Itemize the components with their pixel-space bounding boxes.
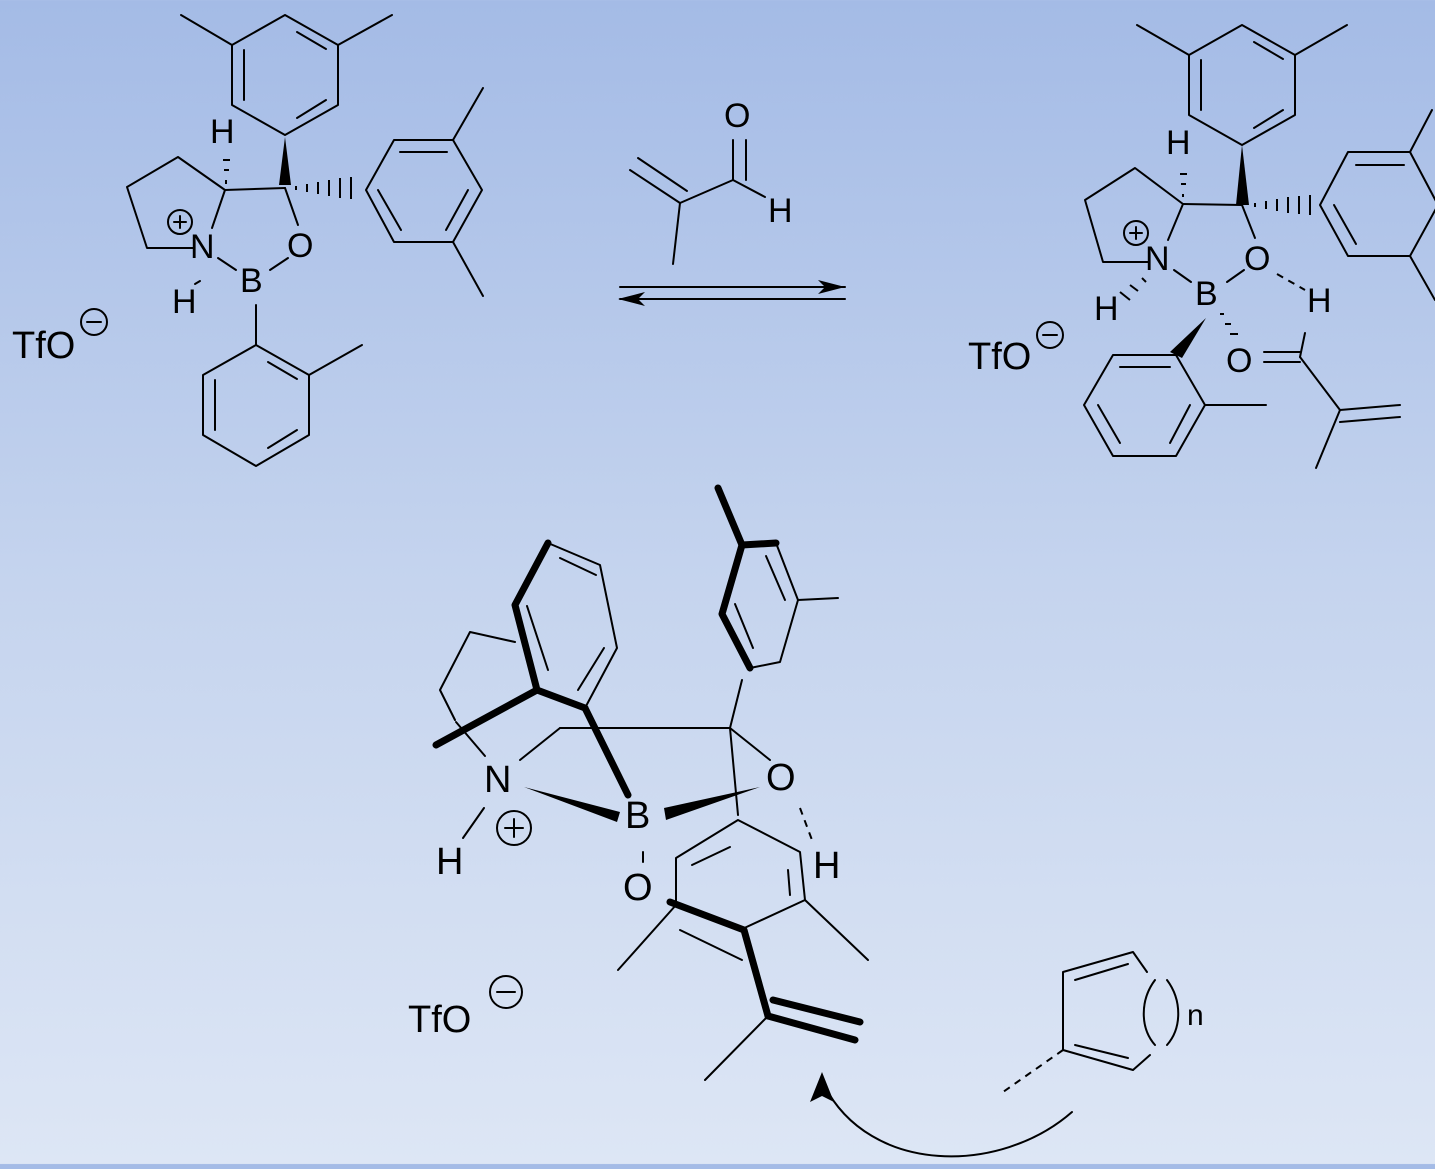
atom-oxygen: O xyxy=(766,757,796,799)
minus-charge-icon xyxy=(489,975,523,1009)
atom-hydrogen: H xyxy=(1094,290,1119,328)
counterion-label: TfO xyxy=(408,999,471,1041)
atom-hydrogen: H xyxy=(172,283,197,321)
atom-hydrogen: H xyxy=(1166,124,1191,162)
curved-arrow-icon xyxy=(810,1072,1073,1158)
atom-oxygen: O xyxy=(1244,240,1270,278)
atom-oxygen: O xyxy=(623,867,653,909)
catalyst-complex-right: H N B O H H O xyxy=(968,24,1435,469)
atom-hydrogen: H xyxy=(813,845,840,887)
methacrolein-reagent: O H xyxy=(629,97,793,265)
hash-bond xyxy=(295,177,352,199)
minus-charge-icon xyxy=(1036,321,1064,349)
atom-oxygen: O xyxy=(724,97,750,135)
plus-charge-icon xyxy=(167,209,193,235)
plus-charge-icon xyxy=(496,810,532,846)
atom-boron: B xyxy=(625,795,650,837)
counterion-label: TfO xyxy=(12,325,75,367)
ring-size-label: n xyxy=(1187,999,1204,1032)
atom-oxygen: O xyxy=(1226,342,1252,380)
atom-hydrogen: H xyxy=(1307,282,1332,320)
atom-nitrogen: N xyxy=(190,228,215,266)
counterion-label: TfO xyxy=(968,336,1031,378)
atom-nitrogen: N xyxy=(484,759,511,801)
catalyst-structure-left: H N B O H TfO xyxy=(12,14,484,467)
plus-charge-icon xyxy=(1123,220,1149,246)
atom-hydrogen: H xyxy=(436,841,463,883)
atom-hydrogen: H xyxy=(210,113,235,151)
transition-state-model: N B O H H O TfO xyxy=(408,484,869,1081)
minus-charge-icon xyxy=(80,308,108,336)
atom-hydrogen: H xyxy=(768,192,793,230)
atom-oxygen: O xyxy=(287,227,313,265)
equilibrium-arrow-icon xyxy=(618,280,846,306)
atom-boron: B xyxy=(1195,275,1218,313)
cyclic-diene: n xyxy=(1002,951,1204,1093)
atom-nitrogen: N xyxy=(1145,240,1170,278)
atom-boron: B xyxy=(240,262,263,300)
